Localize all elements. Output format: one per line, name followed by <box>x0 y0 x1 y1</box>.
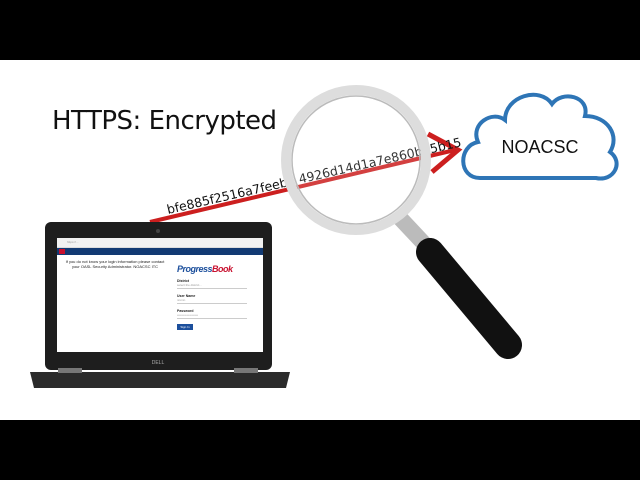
site-navbar <box>57 248 263 255</box>
username-label: User Name <box>177 294 196 298</box>
username-field[interactable]: nnnnn <box>177 298 247 304</box>
red-arrow <box>149 131 463 224</box>
sign-in-button[interactable]: Sign In <box>177 324 193 330</box>
login-help-message: If you do not know your login informatio… <box>65 259 165 269</box>
cloud-label: NOACSC <box>501 137 578 157</box>
laptop-screen: https://... If you do not know your logi… <box>57 238 263 352</box>
browser-address-bar[interactable]: https://... <box>57 238 263 248</box>
slide-title: HTTPS: Encrypted <box>52 106 277 136</box>
password-field[interactable]: •••••••••••••••••••• <box>177 313 247 319</box>
progressbook-logo: ProgressBook <box>177 264 233 274</box>
login-form: ProgressBook District select the distric… <box>177 264 247 330</box>
svg-text:DELL: DELL <box>152 360 165 366</box>
district-select[interactable]: select the district... <box>177 283 247 289</box>
menu-icon[interactable] <box>59 249 65 254</box>
district-label: District <box>177 279 190 283</box>
magnifying-glass-icon <box>281 85 522 359</box>
cloud-icon <box>461 92 619 181</box>
password-label: Password <box>177 309 194 313</box>
